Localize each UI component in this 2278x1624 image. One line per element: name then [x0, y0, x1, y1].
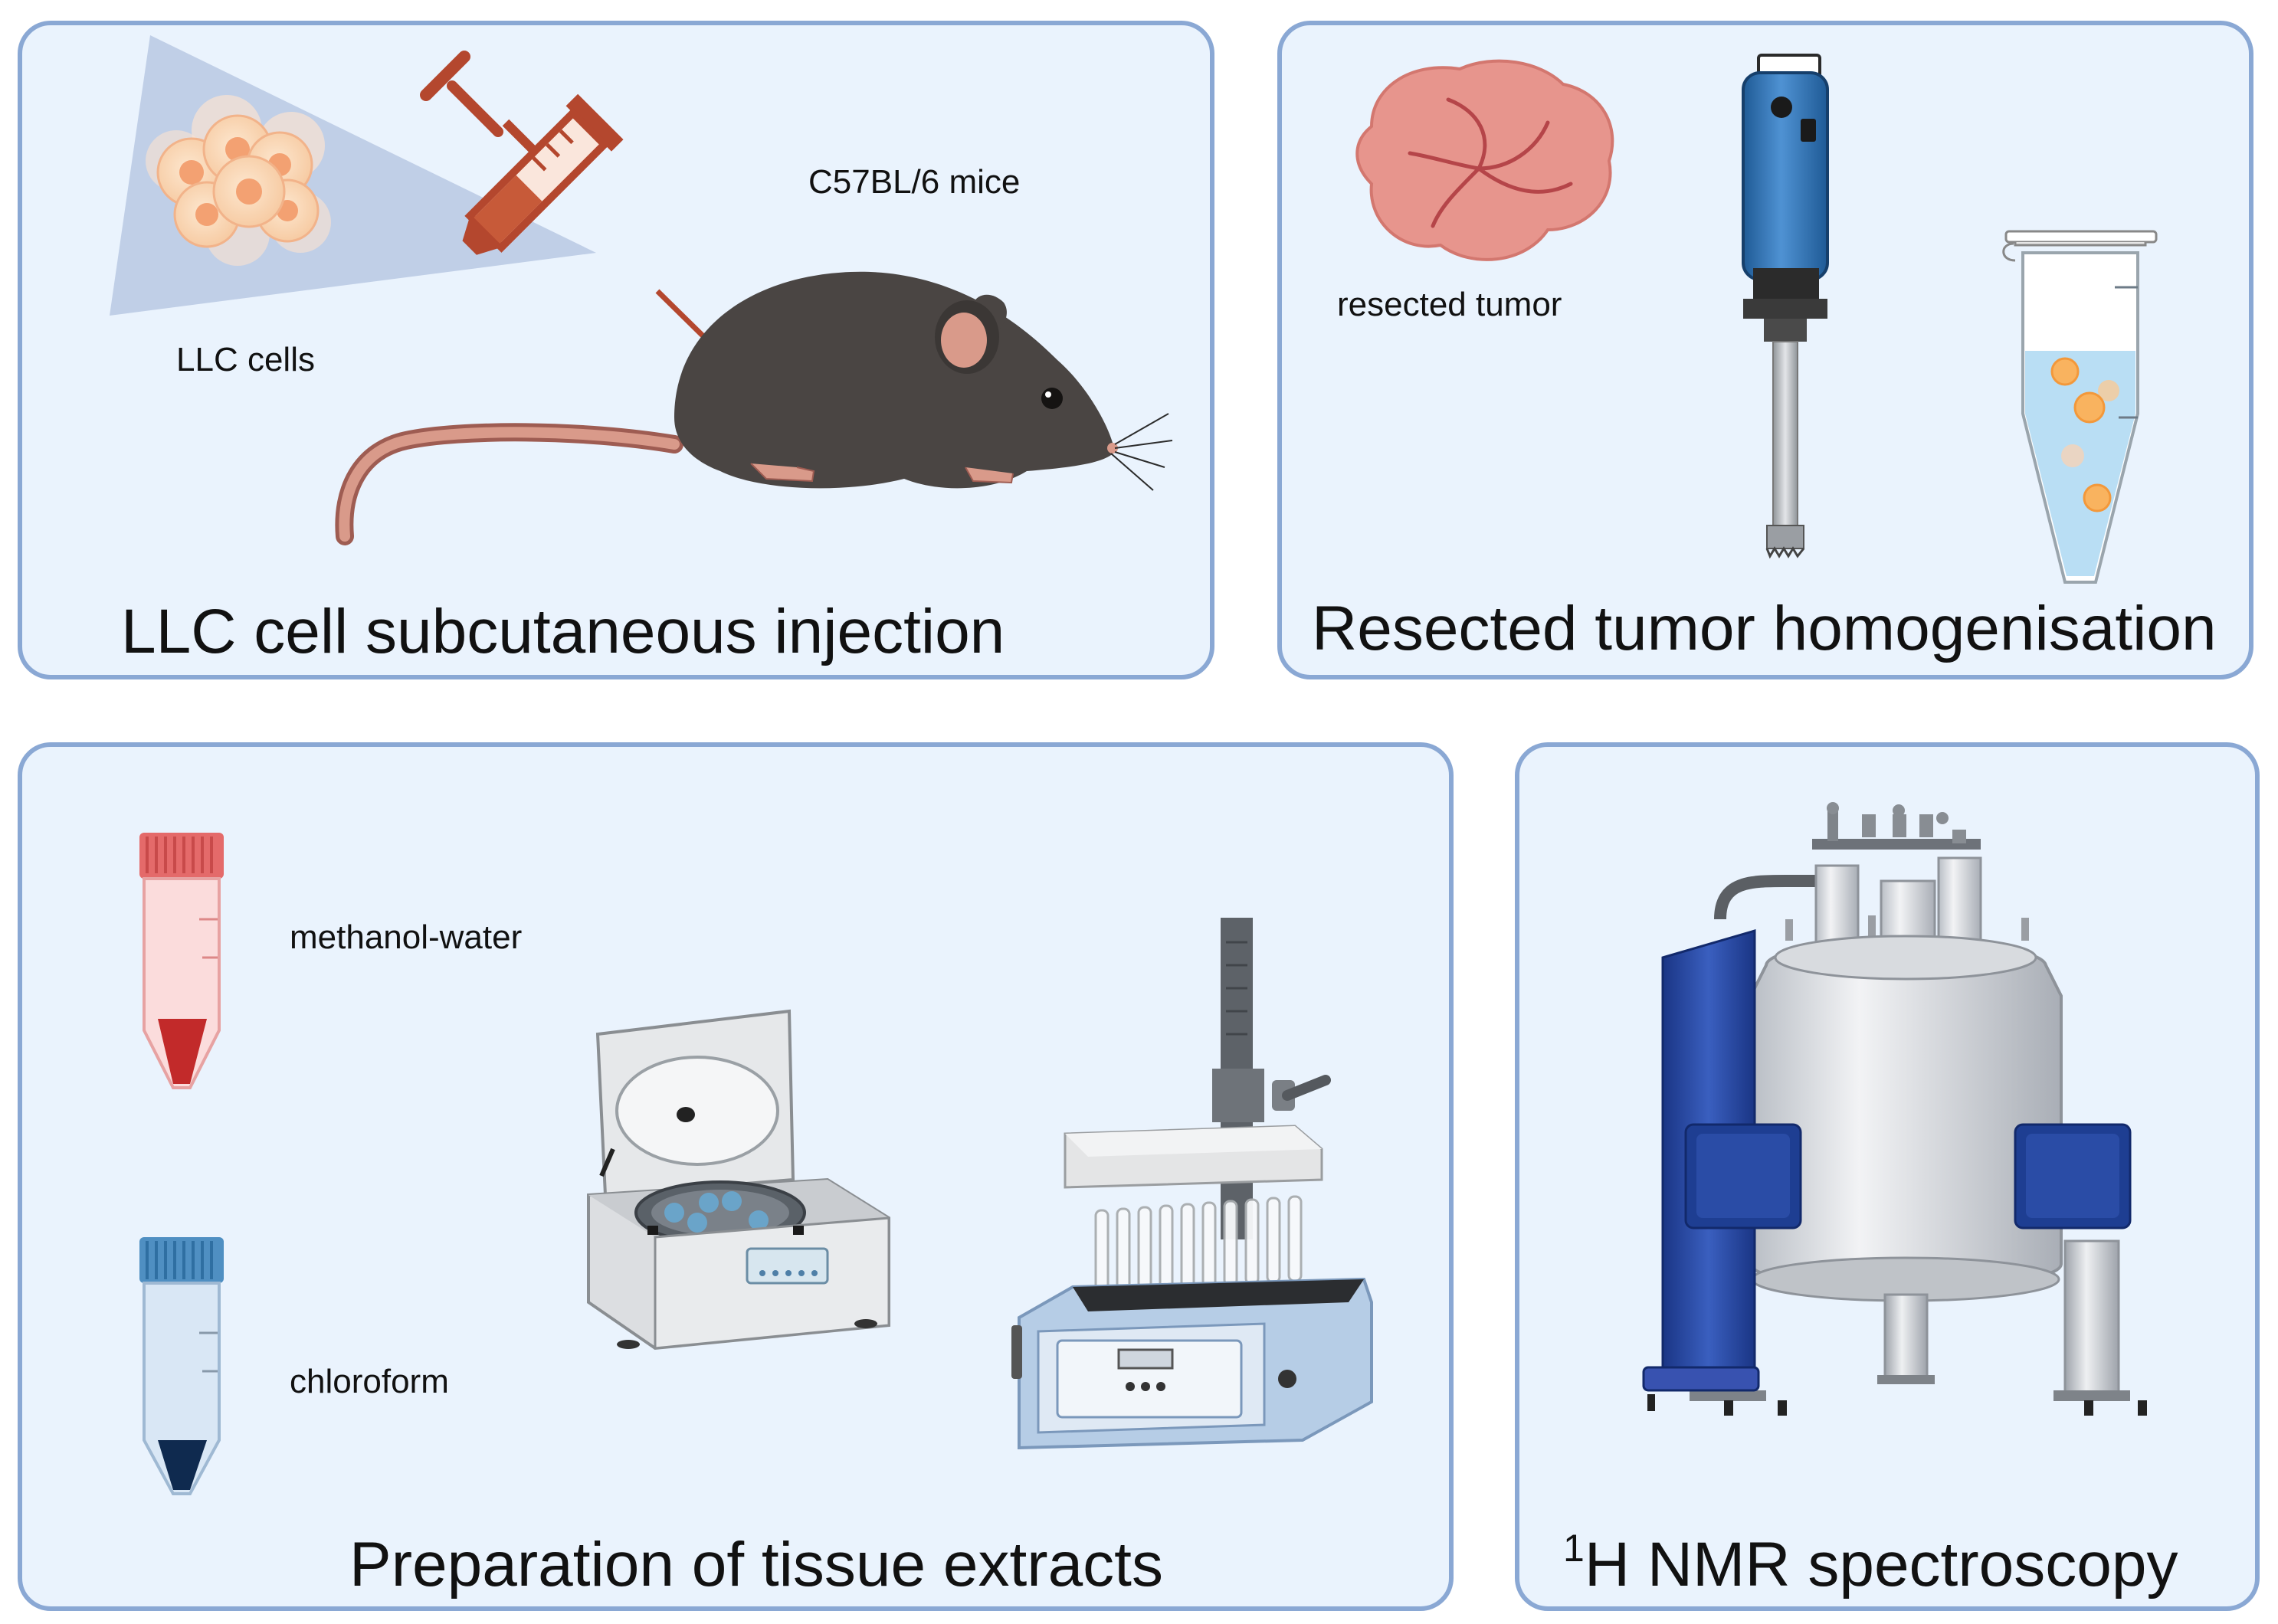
cell-cluster-icon — [146, 95, 331, 266]
homogenizer-icon — [1742, 54, 1829, 559]
panel-extracts: methanol-water chloroform — [18, 742, 1454, 1611]
tumor-label: resected tumor — [1337, 286, 1562, 323]
nmr-magnet-icon — [1642, 802, 2147, 1416]
panel-nmr: 1H NMR spectroscopy — [1515, 742, 2260, 1611]
tube-blue-icon — [139, 1237, 224, 1495]
evaporator-icon — [1011, 918, 1373, 1450]
tube-icon — [2002, 230, 2158, 584]
mice-label: C57BL/6 mice — [808, 163, 1020, 201]
panel-nmr-title-superscript: 1 — [1563, 1527, 1585, 1570]
panel-injection-title: LLC cell subcutaneous injection — [121, 597, 1005, 666]
llc-cells-label: LLC cells — [176, 341, 315, 378]
panel-nmr-title: 1H NMR spectroscopy — [1563, 1527, 2178, 1599]
panel-extracts-title: Preparation of tissue extracts — [349, 1530, 1163, 1599]
tube2-label: chloroform — [290, 1363, 449, 1400]
panel-nmr-title-text: H NMR spectroscopy — [1585, 1530, 2178, 1599]
panel-homogenisation-title: Resected tumor homogenisation — [1312, 594, 2217, 663]
panel-homogenisation: resected tumor — [1277, 21, 2253, 679]
tube1-label: methanol-water — [290, 918, 522, 956]
tube-red-icon — [139, 833, 224, 1089]
syringe-icon — [420, 51, 753, 385]
panel-injection: LLC cells C57BL/6 mice LLC cell subcutan… — [18, 21, 1214, 679]
tumor-icon — [1355, 59, 1614, 261]
centrifuge-icon — [587, 1009, 890, 1351]
mouse-icon — [335, 271, 1173, 545]
